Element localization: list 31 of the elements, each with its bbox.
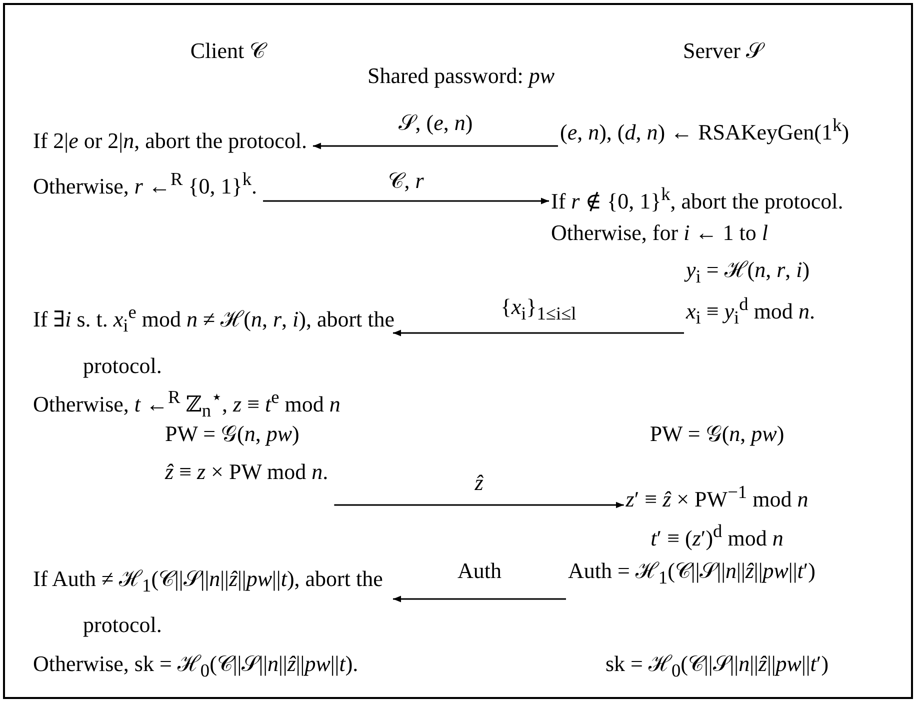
protocol-step-text: t′ ≡ (z′)$^{d}$ mod n [650,520,784,552]
protocol-step-text: If ∃i s. t. x$_{i}$$^{e}$ mod n ≠ ℋ(n, r, i), abort the protocol. [33,292,395,386]
protocol-step-text: z′ ≡ ẑ × PW$^{−1}$ mod n [626,479,808,512]
protocol-step-text: ẑ ≡ z × PW mod n. [165,459,328,485]
edge-label: Auth [458,559,502,583]
party-heading: Client 𝒞 [190,38,266,64]
protocol-step-text: Otherwise, sk = ℋ$_{0}$(𝒞||𝒮||n||ẑ||pw||t). [33,651,358,682]
protocol-step-text: Otherwise, for i ← 1 to l [551,220,768,246]
protocol-step-text: If Auth ≠ ℋ$_{1}$(𝒞||𝒮||n||ẑ||pw||t), abort the protocol. [33,559,383,646]
protocol-step-text: Auth = ℋ$_{1}$(𝒞||𝒮||n||ẑ||pw||t′) [568,558,816,590]
message-arrow [393,330,684,336]
protocol-step-text: If r ∉ {0, 1}$^{k}$, abort the protocol. [551,181,844,214]
edge-label: ẑ [474,471,484,495]
protocol-step-text: sk = ℋ$_{0}$(𝒞||𝒮||n||ẑ||pw||t′) [605,651,829,682]
message-arrow [334,502,624,508]
protocol-step-text: Otherwise, r ←$^{R}$ {0, 1}$^{k}$. [33,166,258,200]
message-arrow [312,142,558,150]
edge-label: 𝒞, r [388,169,424,193]
protocol-step-text: PW = 𝒢(n, pw) [165,421,300,447]
protocol-step-text: y$_{i}$ = ℋ(n, r, i) [686,257,810,288]
protocol-step-text: (e, n), (d, n) ← RSAKeyGen(1$^{k}$) [560,112,850,146]
message-arrow [263,198,549,204]
party-heading: Server 𝒮 [683,38,763,64]
protocol-step-text: x$_{i}$ ≡ y$_{i}$$^{d}$ mod n. [686,291,815,331]
protocol-step-text: PW = 𝒢(n, pw) [650,421,784,447]
protocol-step-text: Otherwise, t ←$^{R}$ ℤ$_{n}$$^{⋆}$, z ≡ t$^{e}$ mod n [33,386,340,423]
message-arrow [393,596,566,602]
shared-secret-note: Shared password: pw [368,63,554,89]
protocol-step-text: If 2|e or 2|n, abort the protocol. [33,128,307,154]
edge-label: 𝒮, (e, n) [398,111,473,135]
edge-label: {x$_{i}$}$_{1≤i≤l}$ [500,295,576,326]
